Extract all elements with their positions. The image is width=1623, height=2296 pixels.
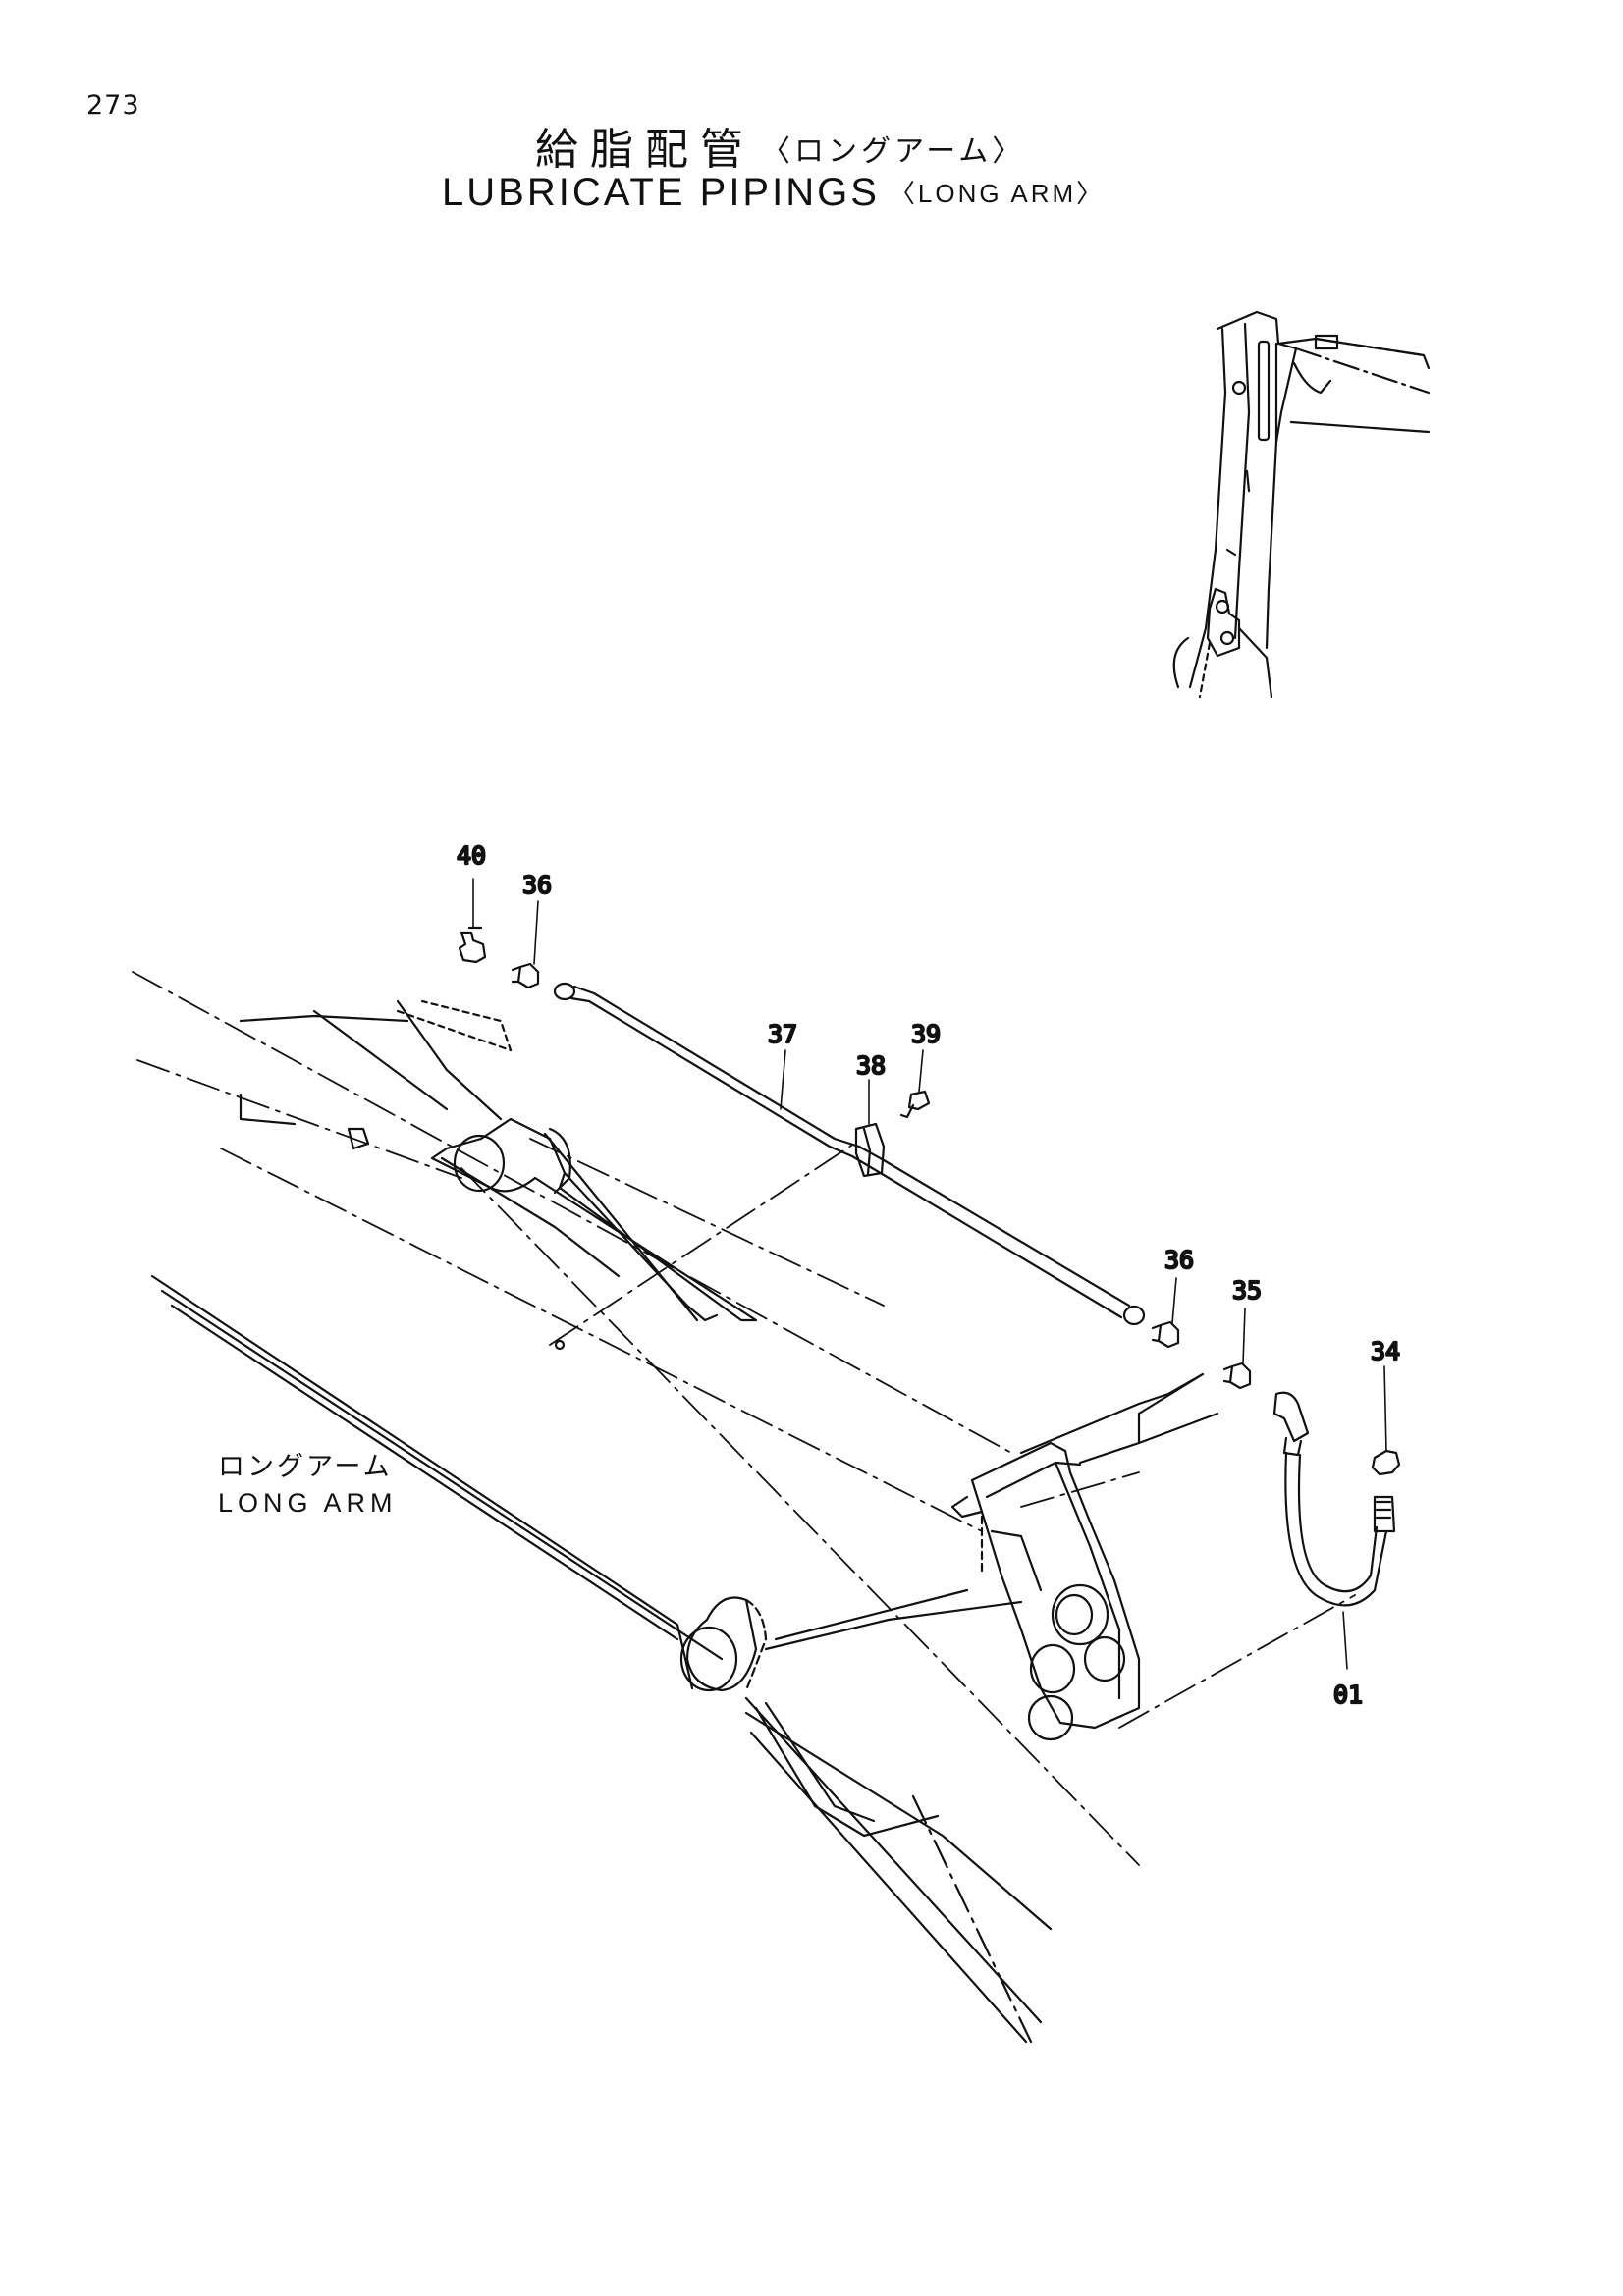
- part-36-fitting-lower: [1151, 1320, 1180, 1349]
- callout-34: 34: [1371, 1337, 1400, 1365]
- callout-38: 38: [856, 1051, 886, 1080]
- part-40-fitting: [458, 926, 487, 964]
- part-37-pipe: [553, 982, 1146, 1326]
- callout-36-lower: 36: [1164, 1246, 1194, 1274]
- inset-overview-drawing: [1172, 310, 1431, 699]
- long-arm-label-en: LONG ARM: [218, 1488, 398, 1518]
- center-lines: [132, 971, 1356, 1866]
- title-japanese: 給脂配管〈ロングアーム〉: [535, 114, 1025, 177]
- part-34-elbow: [1371, 1449, 1401, 1476]
- part-01-hose: [1272, 1391, 1396, 1607]
- title-en-sub: 〈LONG ARM〉: [889, 179, 1106, 208]
- callout-01: 01: [1333, 1681, 1363, 1709]
- callout-36-upper: 36: [522, 871, 552, 899]
- title-en-main: LUBRICATE PIPINGS: [442, 171, 880, 214]
- lubricate-piping-parts: [458, 926, 1401, 1607]
- callout-39: 39: [911, 1020, 941, 1048]
- part-39-bolt: [899, 1090, 931, 1119]
- callout-40: 40: [457, 841, 486, 870]
- page-number: 273: [86, 90, 140, 121]
- title-jp-main: 給脂配管: [535, 125, 755, 175]
- callout-leaders: [472, 878, 1387, 1670]
- callout-37: 37: [768, 1020, 797, 1048]
- part-38-clamp: [854, 1122, 886, 1178]
- long-arm-drawing: [132, 971, 1356, 2044]
- title-english: LUBRICATE PIPINGS 〈LONG ARM〉: [442, 171, 1105, 215]
- long-arm-label-jp: ロングアーム: [218, 1452, 393, 1482]
- title-jp-sub: 〈ロングアーム〉: [761, 134, 1026, 169]
- long-arm-label: ロングアーム LONG ARM: [218, 1450, 398, 1521]
- part-36-fitting-upper: [511, 962, 540, 989]
- part-35-fitting: [1222, 1362, 1252, 1390]
- callout-35: 35: [1232, 1276, 1262, 1305]
